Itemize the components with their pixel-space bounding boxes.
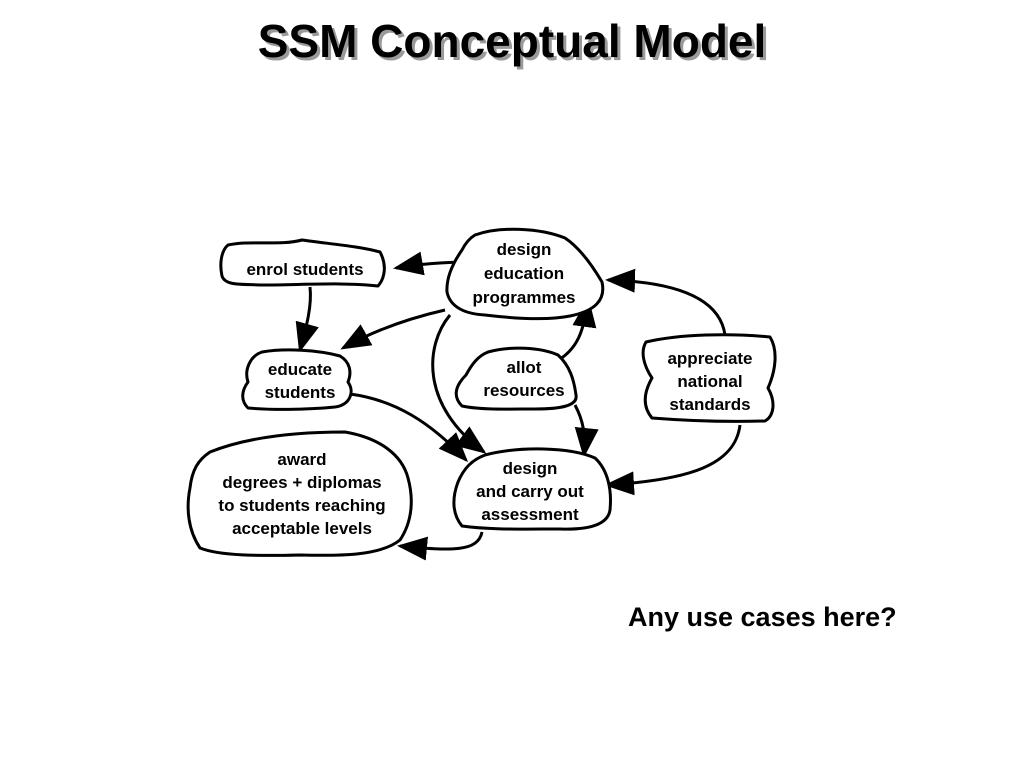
node-appreciate-line3: standards — [669, 395, 750, 414]
node-allot-resources: allot resources — [454, 346, 578, 411]
node-award-line1: award — [277, 450, 326, 469]
node-award-degrees: award degrees + diplomas to students rea… — [186, 430, 413, 557]
arrow-design-to-educate — [340, 308, 446, 350]
node-appreciate-line2: national — [677, 372, 742, 391]
node-allot-line1: allot — [507, 358, 542, 377]
node-award-line4: acceptable levels — [232, 519, 372, 538]
node-assessment: design and carry out assessment — [452, 447, 612, 531]
node-appreciate-line1: appreciate — [667, 349, 752, 368]
node-assessment-line1: design — [503, 459, 558, 478]
node-allot-line2: resources — [483, 381, 564, 400]
arrow-enrol-to-educate — [295, 286, 319, 353]
node-award-line3: to students reaching — [218, 496, 385, 515]
node-enrol-label: enrol students — [246, 260, 363, 279]
arrow-appreciate-to-design — [605, 268, 727, 336]
arrows — [295, 251, 742, 561]
node-assessment-line2: and carry out — [476, 482, 584, 501]
arrow-allot-to-assessment — [573, 404, 599, 458]
node-design-education-programmes: design education programmes — [445, 227, 605, 321]
arrow-appreciate-to-assessment — [604, 424, 742, 496]
slide-title: SSM Conceptual Model — [257, 15, 767, 67]
node-design-edu-line3: programmes — [473, 288, 576, 307]
node-educate-line2: students — [265, 383, 336, 402]
node-educate-students: educate students — [241, 348, 353, 411]
node-award-line2: degrees + diplomas — [222, 473, 381, 492]
node-appreciate-national-standards: appreciate national standards — [641, 333, 777, 423]
node-design-edu-line2: education — [484, 264, 564, 283]
use-case-question: Any use cases here? — [628, 602, 897, 632]
node-assessment-line3: assessment — [481, 505, 579, 524]
arrow-educate-to-assessment — [349, 392, 469, 463]
arrow-assessment-to-award — [397, 531, 484, 561]
node-design-edu-line1: design — [497, 240, 552, 259]
node-educate-line1: educate — [268, 360, 332, 379]
node-enrol-students: enrol students — [219, 238, 386, 288]
